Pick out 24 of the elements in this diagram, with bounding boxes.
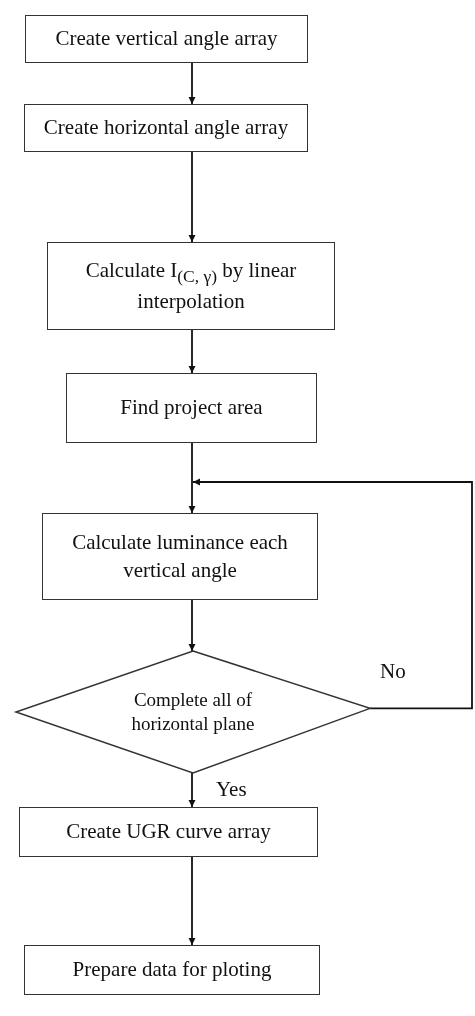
step-text: Find project area (120, 394, 263, 422)
process-box (42, 513, 318, 600)
step-text: Create horizontal angle array (43, 114, 289, 142)
loop-arrow (192, 478, 473, 710)
process-box (24, 945, 320, 995)
step-text: Create vertical angle array (55, 25, 278, 53)
process-box (25, 15, 308, 63)
step-text: Complete all of horizontal plane (130, 688, 256, 736)
arrow (188, 856, 196, 946)
arrow (188, 329, 196, 374)
arrow (188, 151, 196, 243)
process-box (66, 373, 317, 443)
arrow (188, 62, 196, 105)
arrow (188, 442, 196, 514)
arrow (188, 599, 196, 652)
process-box (24, 104, 308, 152)
step-text: Calculate luminance each vertical angle (71, 529, 289, 584)
step-text: Prepare data for ploting (72, 956, 272, 984)
decision-diamond (16, 651, 370, 773)
process-box (47, 242, 335, 330)
process-box (19, 807, 318, 857)
step-text: Calculate I$_{(C, γ)}$ by linear interpolation (84, 256, 298, 315)
arrow (188, 772, 196, 808)
step-text: Create UGR curve array (66, 818, 271, 846)
